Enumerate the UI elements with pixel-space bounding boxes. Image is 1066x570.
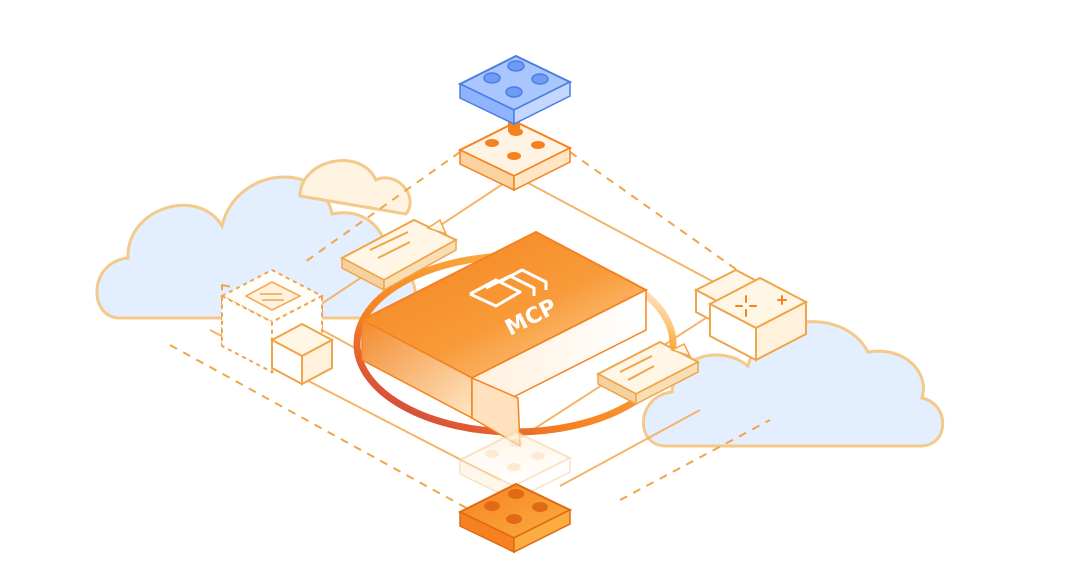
orange-lego-brick-icon bbox=[457, 482, 573, 554]
cloud-right-icon bbox=[641, 320, 945, 448]
sparkle-box-icon bbox=[693, 268, 809, 362]
chat-bubble-icon bbox=[595, 340, 701, 406]
cube-icon bbox=[269, 322, 335, 386]
orange-lego-brick-icon bbox=[457, 118, 573, 192]
mcp-chevron-logo-icon bbox=[469, 268, 548, 308]
blue-lego-brick-icon bbox=[457, 54, 573, 126]
document-card-icon bbox=[219, 268, 325, 374]
chat-bubble-icon bbox=[339, 218, 459, 292]
